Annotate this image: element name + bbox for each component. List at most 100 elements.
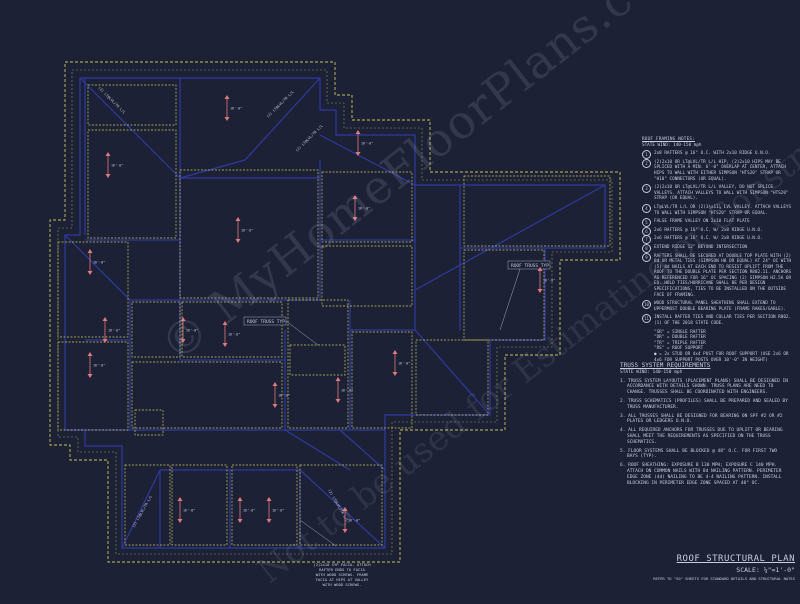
- legend-entry: "RS" = ROOF SUPPORT: [654, 346, 704, 352]
- span-length-label: 16'-0": [183, 509, 195, 513]
- note-number-callout: 3: [642, 184, 651, 194]
- legend-entry: "DR" = DOUBLE RAFTER: [654, 335, 706, 341]
- hip-tag-sw: (2) LT@LVL/TR L/L: [131, 495, 153, 529]
- title-block: ROOF STRUCTURAL PLAN SCALE: ¼"=1'-0" REF…: [650, 554, 795, 581]
- span-arrow-marker: 16'-0": [537, 267, 555, 293]
- legend-entry: "SR" = SINGLE RAFTER: [654, 329, 706, 335]
- note-text: (2)2x10 OR LT@LVL/TR L/L HIP, (2)2x10 HI…: [654, 159, 786, 182]
- truss-requirement: 2. TRUSS SCHEMATICS (PROFILES) SHALL BE …: [620, 398, 788, 410]
- span-arrow-marker: 16'-0": [237, 497, 255, 523]
- span-length-label: 16'-0": [111, 164, 123, 168]
- span-length-label: 16'-0": [243, 509, 255, 513]
- truss-requirements-list: 1. TRUSS SYSTEM LAYOUTS (PLACEMENT PLANS…: [620, 379, 790, 487]
- span-length-label: 16'-0": [228, 333, 240, 337]
- note-text: 2x8 RAFTERS @ 16" O.C. WITH 2x10 RIDGE U…: [654, 151, 771, 157]
- fascia-note-line-2: RAFTER ENDS TO FACIA: [319, 567, 365, 572]
- fascia-note-line-4: FACIA AT HIPS AT VALLEY: [316, 577, 369, 582]
- span-arrow-marker: 16'-0": [335, 377, 353, 403]
- span-arrow-marker: 16'-0": [87, 249, 105, 275]
- note-text: LT@LVL/TR L/L OR (2)1¾x11⅞ LVL VALLEY. A…: [654, 204, 792, 216]
- framing-notes-subheading: STATE WIND: 140-150 mph: [642, 142, 702, 148]
- plan-title: ROOF STRUCTURAL PLAN: [676, 554, 795, 564]
- legend-entry: ● = 2x STUD OR 4x4 POST FOR ROOF SUPPORT…: [654, 352, 789, 363]
- span-arrow-marker: 16'-0": [352, 195, 370, 221]
- span-length-label: 16'-0": [358, 207, 370, 211]
- roof-framing-notes: ROOF FRAMING NOTES: STATE WIND: 140-150 …: [642, 137, 792, 363]
- framing-note: 2(2)2x10 OR LT@LVL/TR L/L HIP, (2)2x10 H…: [642, 158, 792, 182]
- framing-legend: "SR" = SINGLE RAFTER"DR" = DOUBLE RAFTER…: [642, 330, 792, 364]
- note-text: (2)2x10 OR LT@LVL/TR L/L VALLEY, DO NOT …: [654, 185, 789, 202]
- fascia-note-line-3: WITH WOOD SCREWS. FRAME: [316, 572, 369, 577]
- roof-edge-inner: [57, 69, 613, 555]
- span-arrow-marker: 16'-0": [87, 352, 105, 378]
- note-number-callout: 10: [642, 300, 651, 310]
- note-text: FALSE FRAME VALLEY ON 2x10 FLAT PLATE: [654, 219, 750, 225]
- note-number-callout: 2: [642, 158, 651, 168]
- span-arrow-marker: 16'-0": [224, 95, 242, 121]
- span-length-label: 16'-0": [543, 279, 555, 283]
- note-number-callout: 6: [642, 226, 651, 236]
- span-arrow-marker: 16'-0": [272, 382, 290, 408]
- span-arrow-marker: 16'-0": [102, 317, 120, 343]
- truss-requirement: 3. ALL TRUSSES SHALL BE DESIGNED FOR BEA…: [620, 413, 783, 425]
- truss-system-requirements: TRUSS SYSTEM REQUIREMENTS STATE WIND: 14…: [620, 363, 790, 489]
- span-length-label: 16'-0": [93, 364, 105, 368]
- truss-subheading: STATE WIND: 140-150 mph: [620, 369, 683, 375]
- note-number-callout: 5: [642, 218, 651, 228]
- span-length-label: 16'-0": [272, 509, 284, 513]
- span-arrow-marker: 16'-0": [222, 321, 240, 347]
- span-arrow-marker: 16'-0": [342, 507, 360, 533]
- span-length-label: 16'-0": [93, 261, 105, 265]
- fascia-note-line-1: (2)2x10 SYP FACIA. ATTACH: [313, 562, 371, 567]
- span-length-label: 16'-0": [108, 329, 120, 333]
- note-text: WOOD STRUCTURAL PANEL SHEATHING SHALL EX…: [654, 301, 786, 312]
- note-text: RAFTERS SHALL BE SECURED AT DOUBLE TOP P…: [654, 253, 792, 298]
- span-arrow-marker: 16'-0": [266, 497, 284, 523]
- legend-entry: "TR" = TRIPLE RAFTER: [654, 340, 706, 346]
- note-text: INSTALL RAFTER TIES AND COLLAR TIES PER …: [654, 315, 792, 327]
- note-number-callout: 4: [642, 203, 651, 213]
- span-length-label: 16'-0": [398, 362, 410, 366]
- note-text: EXTEND RIDGE 12" BEYOND INTERSECTION: [654, 244, 748, 250]
- note-number-callout: 9: [642, 252, 651, 262]
- span-length-label: 16'-0": [341, 389, 353, 393]
- truss-requirement: 5. FLOOR SYSTEMS SHALL BE BLOCKED @ 48" …: [620, 448, 778, 460]
- room-outlines: [57, 84, 611, 546]
- span-arrow-marker: 16'-0": [180, 317, 198, 343]
- hip-tag-ne: (2) LT@LVL/TR L/L: [295, 124, 324, 153]
- truss-requirement: 6. ROOF SHEATHING: EXPOSURE B 130 MPH; E…: [620, 463, 782, 486]
- roof-edge-outer: [49, 61, 621, 563]
- span-arrow-marker: 16'-0": [355, 130, 373, 156]
- truss-requirement: 1. TRUSS SYSTEM LAYOUTS (PLACEMENT PLANS…: [620, 378, 788, 396]
- framing-notes-heading: ROOF FRAMING NOTES:: [642, 137, 695, 142]
- framing-note: 3(2)2x10 OR LT@LVL/TR L/L VALLEY, DO NOT…: [642, 184, 792, 202]
- span-length-label: 16'-0": [278, 394, 290, 398]
- roof-truss-tag-2: [507, 260, 551, 270]
- roof-truss-label-1: ROOF TRUSS TYP.: [247, 319, 288, 325]
- hip-tag-n: (2) LT@LVL/TR L/L: [266, 90, 295, 119]
- note-text: 2x6 RAFTERS @ 16" O.C. W/ 2x8 RIDGE U.N.…: [654, 227, 763, 233]
- span-markers: 16'-0" 16'-0" 16'-0" 16'-0" 16'-0" 16'-0" 16'-…: [87, 95, 555, 533]
- roof-truss-label-2: ROOF TRUSS TYP.: [511, 263, 552, 269]
- span-arrow-marker: 16'-0": [177, 497, 195, 523]
- span-arrow-marker: 16'-0": [235, 217, 253, 243]
- note-text: 2x6 RAFTERS @ 16" O.C. W/ 2x8 RIDGE U.N.…: [654, 236, 763, 242]
- span-length-label: 16'-0": [241, 229, 253, 233]
- span-length-label: 16'-0": [348, 519, 360, 523]
- span-length-label: 16'-0": [361, 142, 373, 146]
- truss-requirement: 4. ALL REQUIRED ANCHORS FOR TRUSSES DUE …: [620, 428, 783, 445]
- span-arrow-marker: 16'-0": [392, 350, 410, 376]
- note-number-callout: 7: [642, 235, 651, 245]
